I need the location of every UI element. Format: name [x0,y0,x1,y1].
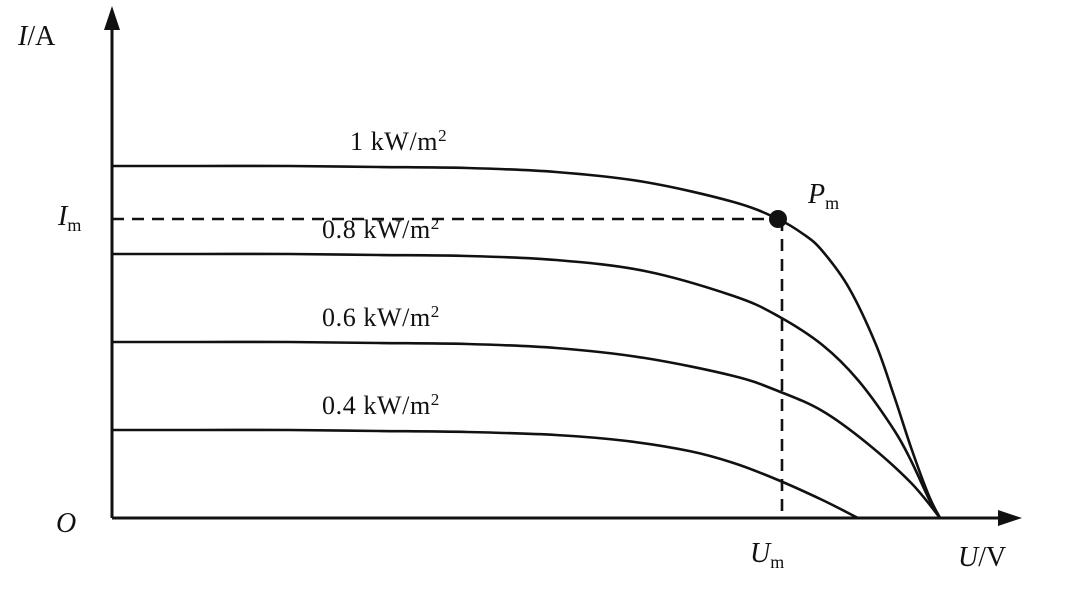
series-label-sup-0: 2 [438,126,447,145]
max-power-point-label: Pm [807,179,839,213]
series-label-text-3: 0.4 kW/m [322,391,431,420]
x-axis-arrow-icon [998,510,1022,526]
series-label-sup-1: 2 [431,214,440,233]
y-axis-unit: /A [27,21,56,52]
max-power-point-symbol: P [807,179,825,210]
series-label-3: 0.4 kW/m2 [322,390,440,420]
origin-label: O [56,508,76,539]
x-axis-symbol: U [958,542,980,573]
series-label-group: 1 kW/m20.8 kW/m20.6 kW/m20.4 kW/m2 [322,126,447,420]
series-label-0: 1 kW/m2 [350,126,447,156]
iv-curve-2 [110,340,942,520]
x-axis-unit: /V [978,542,1006,573]
series-label-1: 0.8 kW/m2 [322,214,440,244]
iv-curve-3 [110,428,860,520]
um-symbol: U [750,538,772,569]
max-power-point-subscript: m [825,193,839,213]
iv-curve-0 [110,164,942,520]
um-subscript: m [770,552,784,572]
im-tick-label: Im [57,201,81,235]
y-axis-symbol: I [17,21,29,52]
series-label-text-2: 0.6 kW/m [322,303,431,332]
iv-curve-1 [110,252,942,520]
series-label-text-1: 0.8 kW/m [322,215,431,244]
im-subscript: m [67,215,81,235]
im-symbol: I [57,201,69,232]
x-axis-label: U/V [958,542,1006,573]
series-label-sup-2: 2 [431,302,440,321]
y-axis-label: I/A [17,21,56,52]
y-axis-arrow-icon [104,6,120,30]
series-label-text-0: 1 kW/m [350,127,438,156]
um-tick-label: Um [750,538,784,572]
curve-group [110,164,942,520]
series-label-sup-3: 2 [431,390,440,409]
max-power-point-marker [769,210,787,228]
series-label-2: 0.6 kW/m2 [322,302,440,332]
